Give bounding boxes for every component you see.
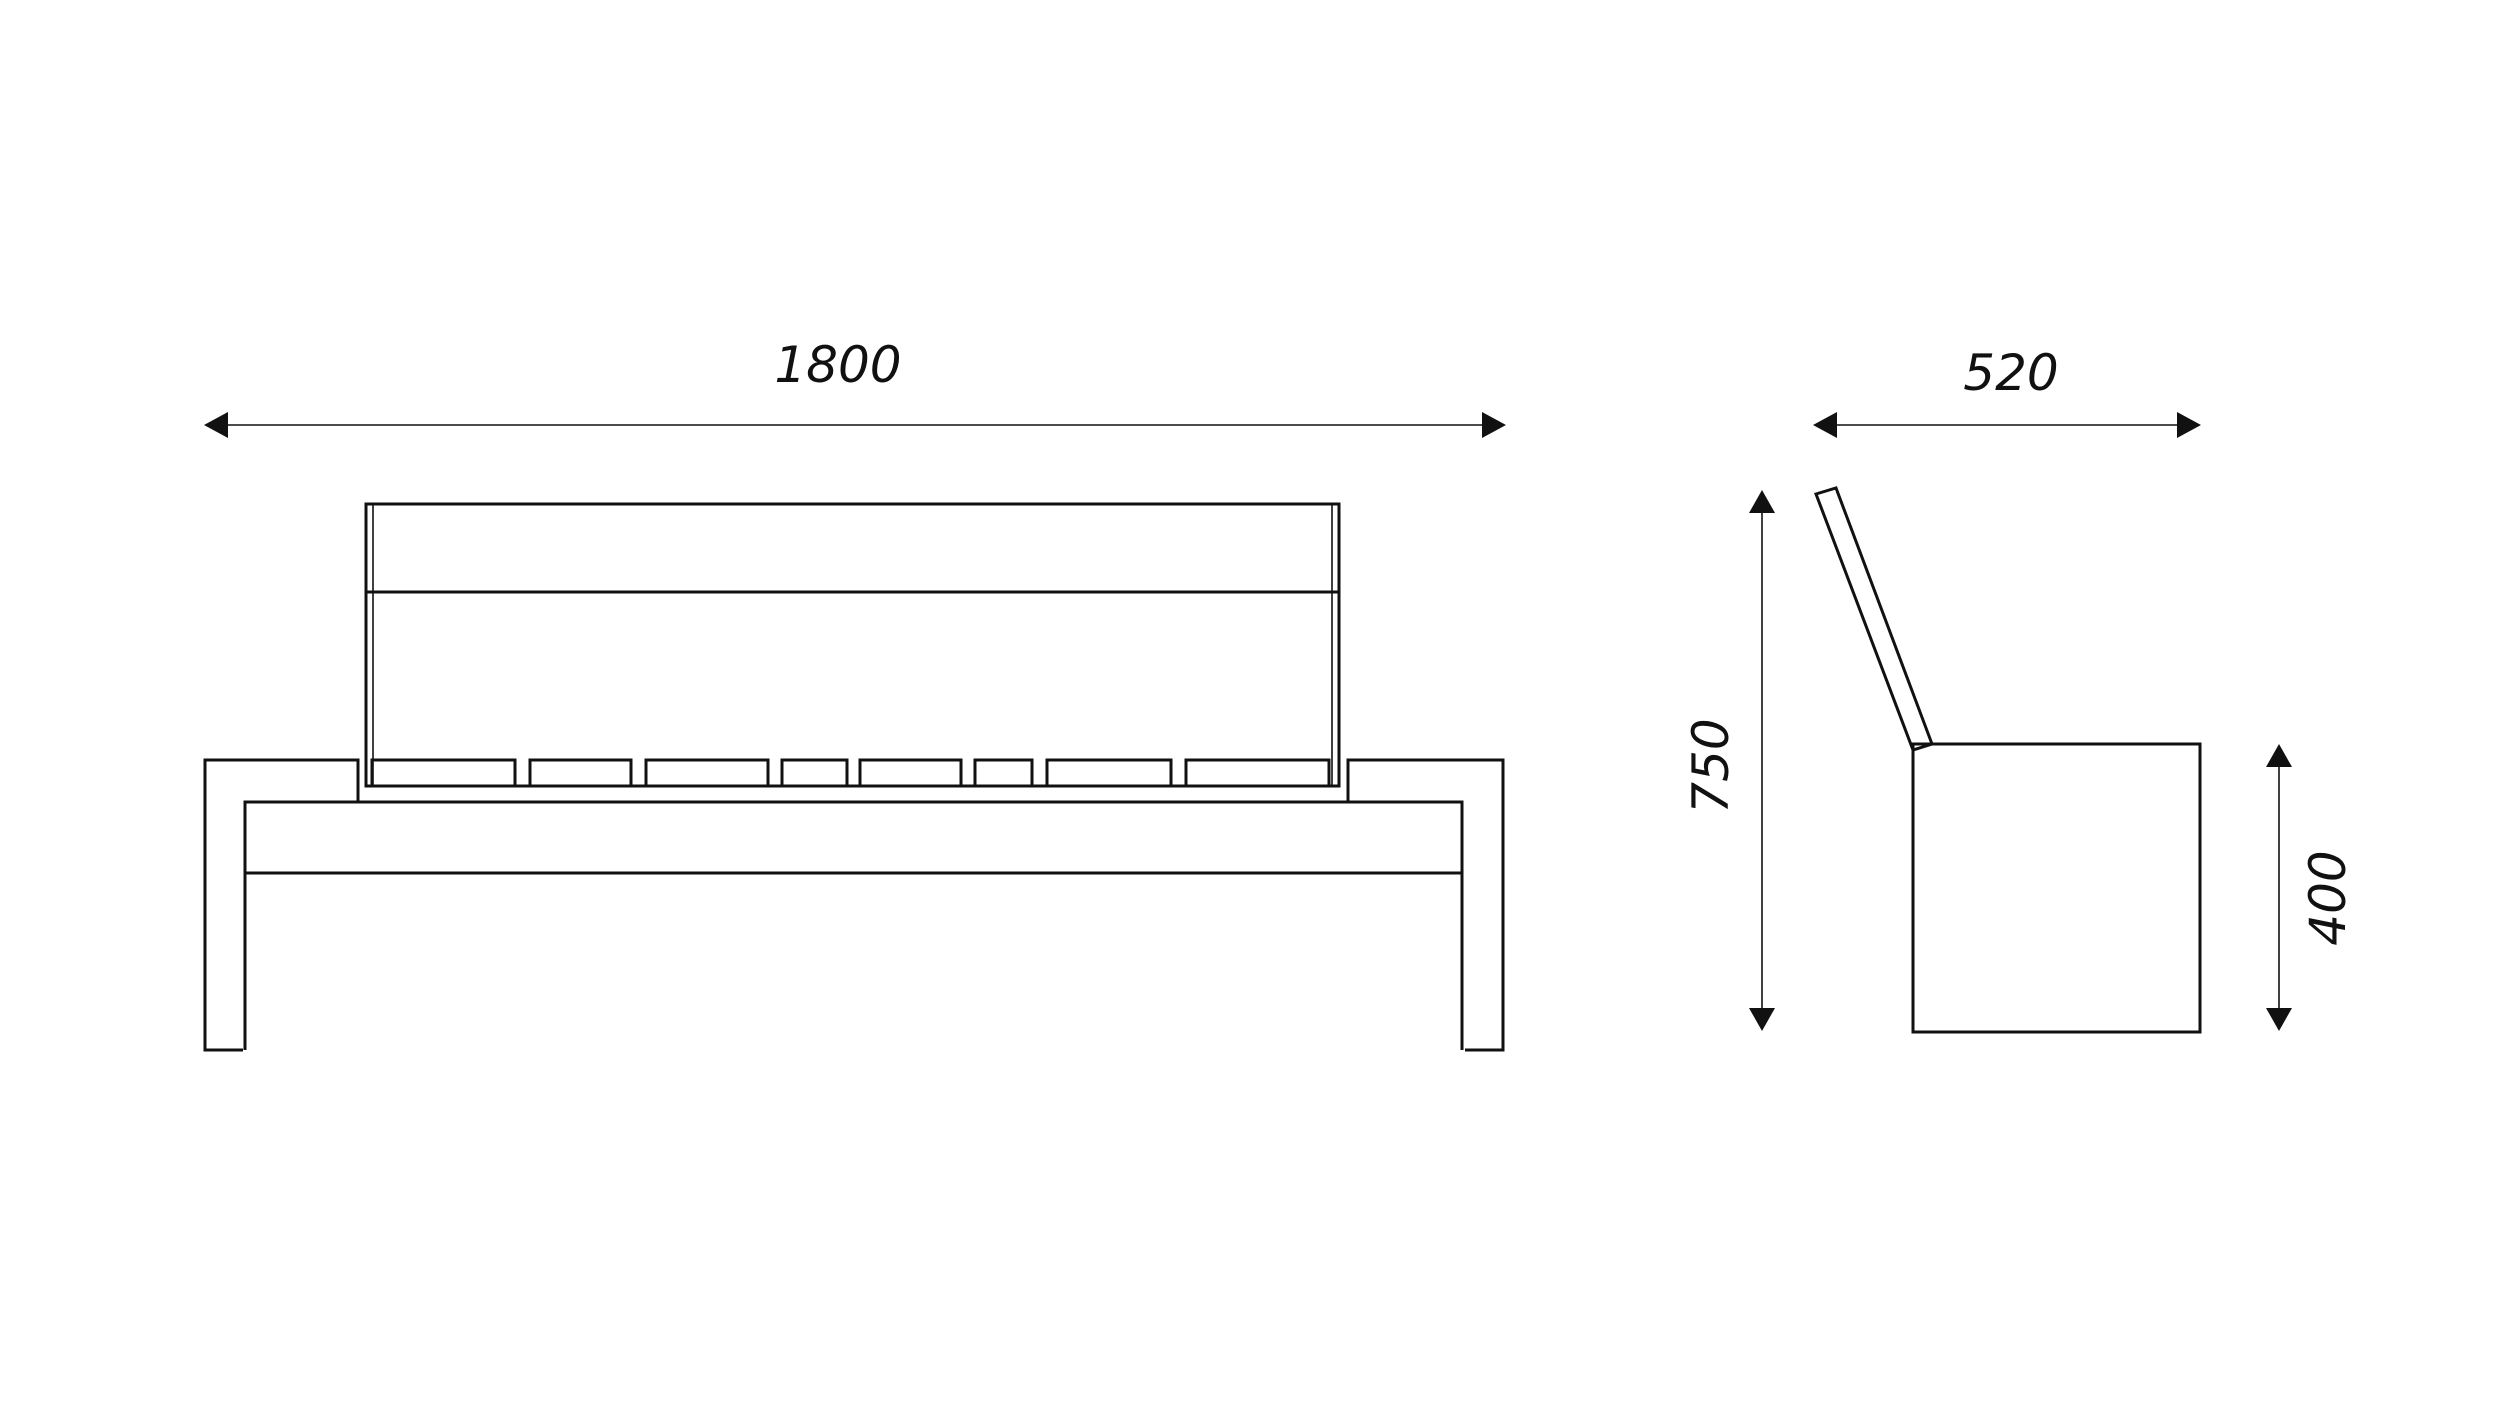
total-height-dimension: 750: [1682, 490, 1775, 1031]
seat-slat: [858, 758, 963, 788]
side-seat-block: [1911, 742, 2202, 1034]
seat-height-dimension: 400: [2266, 744, 2357, 1031]
total-height-label: 750: [1682, 718, 1740, 813]
seat-slat: [973, 758, 1034, 788]
right-frame: [1346, 758, 1505, 1052]
seat-slat: [1184, 758, 1331, 788]
seat-slat: [644, 758, 770, 788]
seat-slat: [1045, 758, 1173, 788]
depth-label: 520: [1963, 344, 2058, 402]
backrest: [364, 502, 1341, 788]
left-frame: [203, 758, 360, 1052]
front-view: 1800: [203, 336, 1506, 1052]
seat-slat: [780, 758, 849, 788]
seat-slat: [370, 758, 517, 788]
side-view: 520 750 400: [1682, 344, 2357, 1034]
seat-slat: [528, 758, 633, 788]
seat-height-label: 400: [2299, 850, 2357, 945]
seat-slats: [370, 758, 1331, 788]
width-label: 1800: [774, 336, 901, 394]
side-backrest: [1814, 486, 1934, 752]
depth-dimension: 520: [1813, 344, 2201, 438]
width-dimension: 1800: [204, 336, 1506, 438]
